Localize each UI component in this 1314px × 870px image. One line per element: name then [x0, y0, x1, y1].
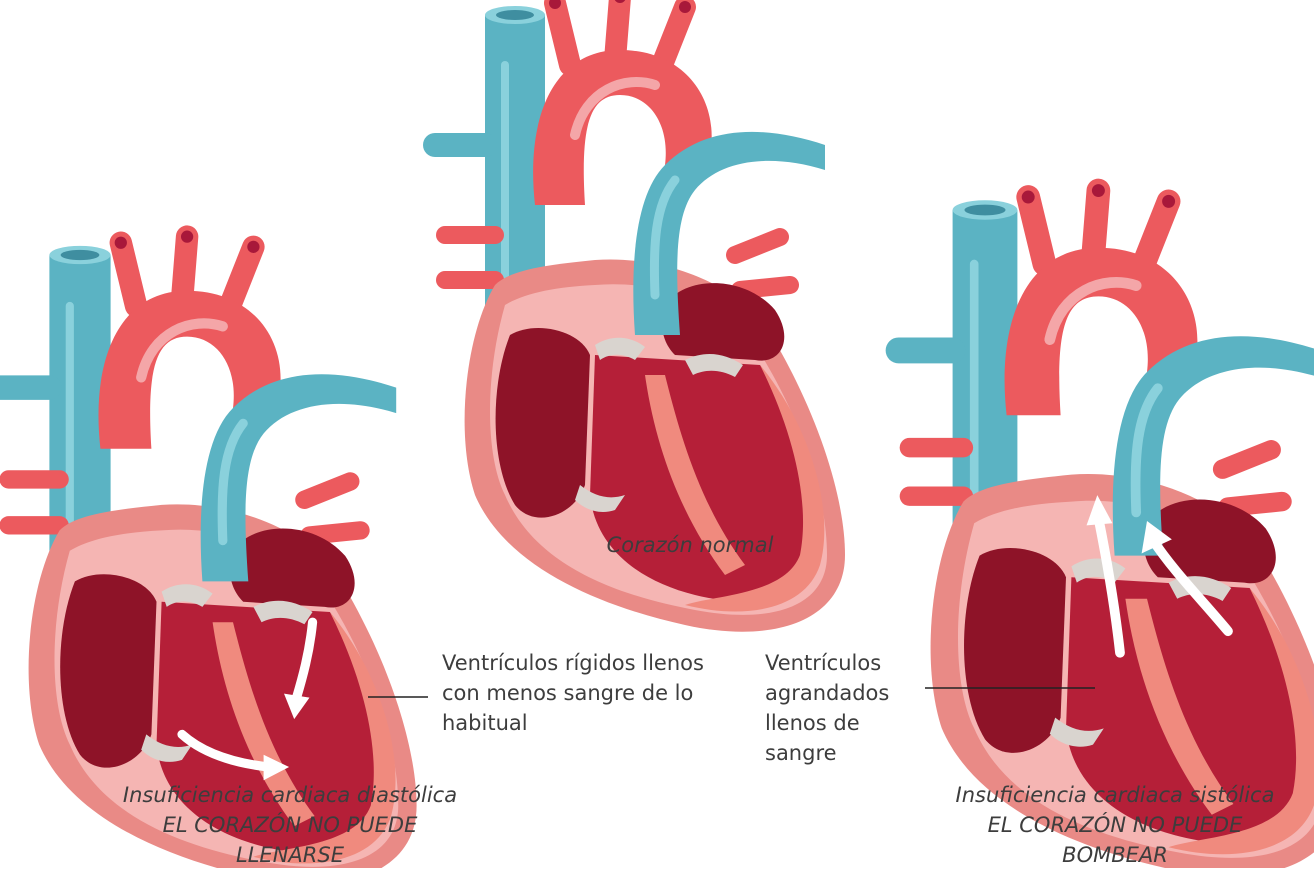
caption-diastolic-line3: LLENARSE [95, 840, 485, 870]
annotation-stiff-line2: con menos sangre de lo [442, 678, 732, 708]
annotation-enlarged-line3: llenos de [765, 708, 915, 738]
caption-systolic-line3: BOMBEAR [920, 840, 1310, 870]
systolic-heart [899, 184, 1314, 868]
caption-diastolic: Insuficiencia cardiaca diastólica EL COR… [95, 780, 485, 870]
caption-normal: Corazón normal [560, 530, 820, 560]
caption-systolic-line1: Insuficiencia cardiaca sistólica [920, 780, 1310, 810]
diastolic-heart [0, 231, 417, 868]
annotation-enlarged-line2: agrandados [765, 678, 915, 708]
annotation-stiff-line3: habitual [442, 708, 732, 738]
annotation-enlarged-ventricles: Ventrículos agrandados llenos de sangre [765, 648, 915, 768]
annotation-enlarged-line1: Ventrículos [765, 648, 915, 678]
annotation-stiff-line1: Ventrículos rígidos llenos [442, 648, 732, 678]
caption-normal-text: Corazón normal [560, 530, 820, 560]
caption-systolic-line2: EL CORAZÓN NO PUEDE [920, 810, 1310, 840]
caption-systolic: Insuficiencia cardiaca sistólica EL CORA… [920, 780, 1310, 870]
caption-diastolic-line2: EL CORAZÓN NO PUEDE [95, 810, 485, 840]
annotation-stiff-ventricles: Ventrículos rígidos llenos con menos san… [442, 648, 732, 738]
caption-diastolic-line1: Insuficiencia cardiaca diastólica [95, 780, 485, 810]
annotation-enlarged-line4: sangre [765, 738, 915, 768]
